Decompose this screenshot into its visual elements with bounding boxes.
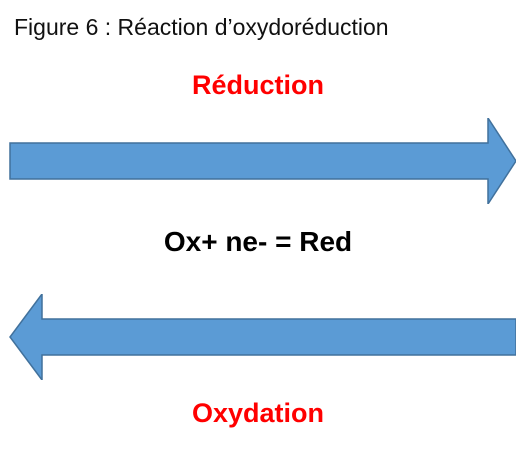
redox-equation: Ox+ ne- = Red <box>163 226 353 257</box>
reduction-label: Réduction <box>192 70 324 100</box>
arrow-right-shape <box>9 118 516 204</box>
oxidation-label: Oxydation <box>191 398 325 428</box>
arrow-left-shape <box>9 294 516 380</box>
arrow-right-icon <box>9 118 516 204</box>
figure-caption: Figure 6 : Réaction d’oxydoréduction <box>14 14 389 40</box>
arrow-left-icon <box>9 294 516 380</box>
